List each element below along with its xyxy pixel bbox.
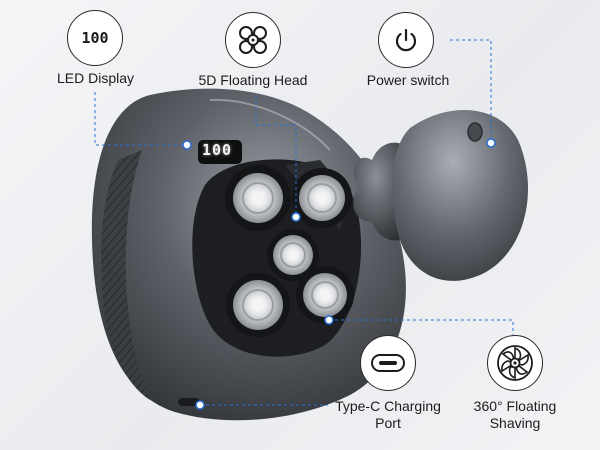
floating-head-label: 5D Floating Head (198, 72, 308, 88)
blade-bottom-left (226, 273, 290, 337)
blade-bottom-right (296, 266, 354, 324)
device-led-screen (198, 140, 242, 164)
blade-top-left (225, 165, 291, 231)
callout-power-switch (450, 39, 492, 143)
type-c-label: Type-C Charging Port (333, 398, 443, 432)
callout-floating-shaving (329, 319, 514, 335)
floating-shaving-label: 360° Floating Shaving (455, 398, 575, 432)
floating-shaving-label-line1: 360° Floating (473, 398, 557, 414)
power-icon (378, 12, 434, 68)
detached-handle (353, 109, 529, 281)
floating-head-icon (225, 12, 281, 68)
power-glyph (395, 28, 417, 52)
led-display-icon: 100 (67, 10, 123, 66)
turbine-icon (487, 335, 543, 391)
callout-dots (182, 138, 496, 410)
type-c-label-line2: Port (375, 415, 401, 431)
blade-top-right (292, 168, 352, 228)
callout-lines (94, 39, 514, 406)
blade-center (267, 229, 319, 281)
power-switch-label: Power switch (366, 72, 450, 88)
charging-port (178, 398, 200, 406)
floating-head-glyph (239, 26, 267, 54)
shaving-head-assembly (192, 159, 362, 357)
turbine-glyph (497, 345, 533, 381)
floating-shaving-label-line2: Shaving (489, 415, 541, 431)
usb-c-icon (360, 335, 416, 391)
device-screen-readout: 100 (202, 141, 233, 159)
callout-floating-head (255, 95, 297, 215)
callout-led-display (94, 92, 187, 146)
led-display-label: LED Display (56, 70, 135, 86)
led-display-icon-readout: 100 (81, 29, 109, 47)
type-c-label-line1: Type-C Charging (335, 398, 441, 414)
usb-c-glyph (371, 354, 405, 372)
